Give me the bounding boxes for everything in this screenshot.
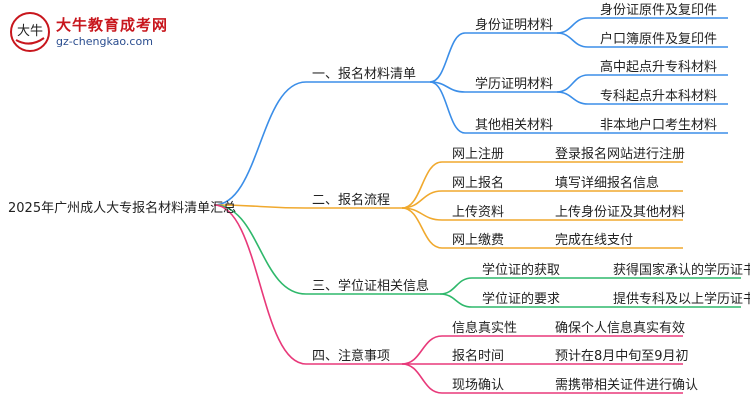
- branch-label: 三、学位证相关信息: [312, 279, 430, 294]
- leaf-label: 专科起点升本科材料: [600, 89, 718, 104]
- connector-line: [429, 81, 466, 134]
- site-logo[interactable]: 大牛 大牛教育成考网 gz-chengkao.com: [8, 10, 188, 54]
- branch-label: 一、报名材料清单: [312, 67, 417, 82]
- subtopic-label: 身份证明材料: [475, 18, 554, 33]
- leaf-label: 提供专科及以上学历证书: [613, 292, 750, 307]
- leaf-label: 上传身份证及其他材料: [555, 205, 686, 220]
- connector-line: [429, 32, 466, 83]
- connector-line: [213, 204, 307, 295]
- subtopic-label: 信息真实性: [452, 321, 518, 336]
- logo-mark-text: 大牛: [17, 24, 43, 39]
- leaf-label: 户口簿原件及复印件: [600, 32, 718, 47]
- connector-line: [213, 204, 307, 209]
- branch-label: 四、注意事项: [312, 349, 391, 364]
- subtopic-label: 网上注册: [452, 147, 505, 162]
- connector-line: [213, 204, 307, 365]
- subtopic-label: 其他相关材料: [475, 118, 554, 133]
- subtopic-label: 报名时间: [452, 349, 505, 364]
- logo-url: gz-chengkao.com: [56, 35, 153, 48]
- subtopic-label: 现场确认: [452, 378, 505, 393]
- leaf-label: 获得国家承认的学历证书: [613, 263, 750, 278]
- leaf-label: 身份证原件及复印件: [600, 3, 718, 18]
- logo-name: 大牛教育成考网: [56, 16, 169, 34]
- subtopic-label: 学位证的要求: [482, 292, 561, 307]
- root-topic: 2025年广州成人大专报名材料清单汇总: [8, 201, 237, 216]
- leaf-label: 填写详细报名信息: [555, 176, 660, 191]
- leaf-label: 高中起点升专科材料: [600, 60, 718, 75]
- connector-line: [439, 293, 473, 308]
- logo-mark-icon: 大牛: [10, 12, 50, 52]
- connector-line: [401, 161, 443, 209]
- connector-line: [213, 81, 307, 206]
- connector-line: [401, 207, 443, 249]
- connector-line: [556, 17, 589, 34]
- subtopic-label: 上传资料: [452, 205, 505, 220]
- subtopic-label: 学位证的获取: [482, 263, 561, 278]
- connector-line: [556, 32, 589, 48]
- leaf-label: 预计在8月中旬至9月初: [555, 349, 689, 364]
- leaf-label: 需携带相关证件进行确认: [555, 378, 699, 393]
- leaf-label: 完成在线支付: [555, 233, 634, 248]
- subtopic-label: 学历证明材料: [475, 77, 554, 92]
- connector-line: [401, 363, 443, 394]
- connector-line: [401, 335, 443, 365]
- leaf-label: 确保个人信息真实有效: [555, 321, 686, 336]
- leaf-label: 登录报名网站进行注册: [555, 147, 686, 162]
- connector-line: [439, 277, 473, 295]
- subtopic-label: 网上报名: [452, 176, 505, 191]
- connector-line: [556, 74, 589, 93]
- leaf-label: 非本地户口考生材料: [600, 118, 718, 133]
- subtopic-label: 网上缴费: [452, 233, 505, 248]
- branch-label: 二、报名流程: [312, 193, 391, 208]
- connector-line: [556, 91, 589, 105]
